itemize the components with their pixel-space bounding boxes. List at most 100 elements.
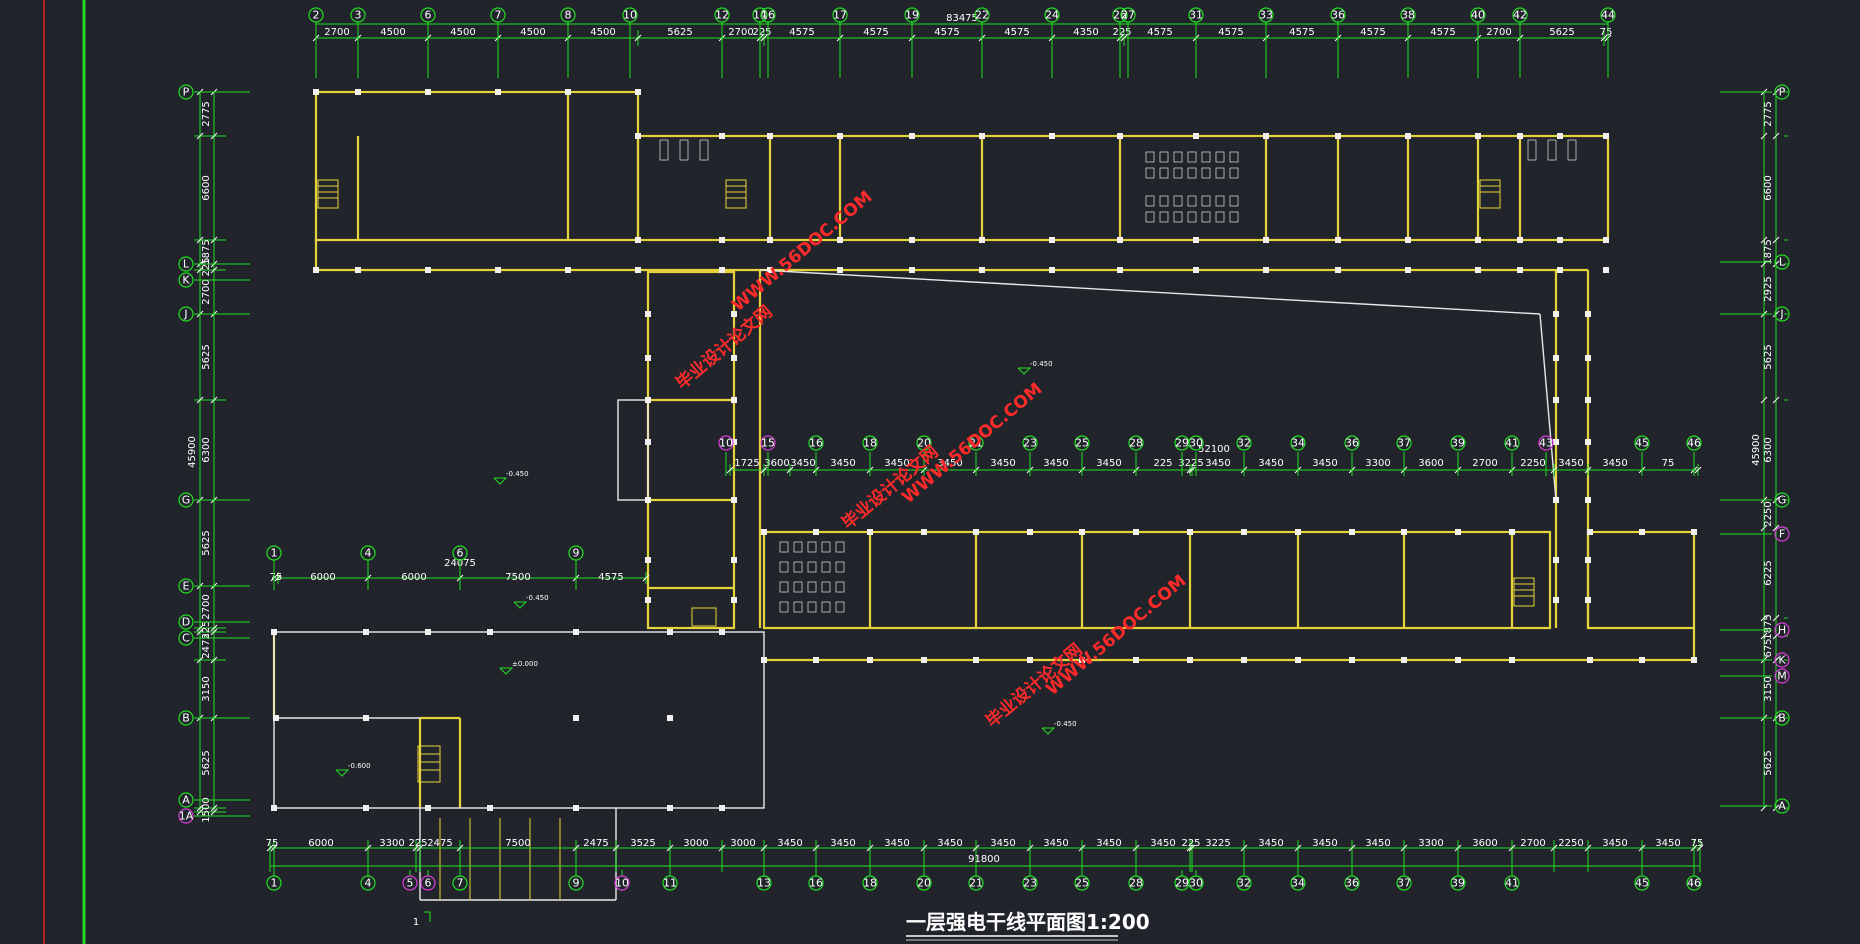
sub-axis-1-bubble — [266, 545, 282, 561]
mid-axis-30: 30 — [1189, 437, 1203, 450]
sub-dim-value: 7500 — [505, 572, 530, 583]
top-axis-40-bubble — [1470, 7, 1486, 23]
column — [1405, 237, 1411, 243]
column — [1401, 657, 1407, 663]
right-axis-G-bubble — [1774, 492, 1790, 508]
top-axis-17: 17 — [833, 9, 847, 22]
right-dim-value: 2925 — [1763, 276, 1774, 301]
mid-axis-21-bubble — [968, 435, 984, 451]
bottom-tick — [416, 844, 424, 852]
mid-dim-value: 3450 — [884, 458, 909, 469]
bottom-dim-value: 3450 — [1312, 838, 1337, 849]
right-axis-K: K — [1778, 654, 1786, 667]
top-axis-7: 7 — [495, 9, 502, 22]
left-tick — [196, 132, 204, 140]
top-dim-value: 4500 — [450, 27, 475, 38]
column — [363, 629, 369, 635]
mid-axis-43: 43 — [1539, 437, 1553, 450]
mid-dim-value: 3450 — [830, 458, 855, 469]
column — [425, 267, 431, 273]
bottom-axis-29: 29 — [1175, 877, 1189, 890]
column — [973, 657, 979, 663]
column — [1049, 133, 1055, 139]
bottom-axis-13: 13 — [757, 877, 771, 890]
right-axis-A-bubble — [1774, 798, 1790, 814]
column — [867, 657, 873, 663]
right-tick — [1760, 524, 1768, 532]
column — [1475, 267, 1481, 273]
column — [909, 133, 915, 139]
left-axis-J: J — [183, 308, 187, 321]
bottom-dim-value: 3450 — [884, 838, 909, 849]
top-axis-24-bubble — [1044, 7, 1060, 23]
mid-dim-value: 3450 — [1602, 458, 1627, 469]
left-axis-C-bubble — [178, 630, 194, 646]
sub-dim-value: 6000 — [401, 572, 426, 583]
column — [761, 529, 767, 535]
bottom-tick — [572, 844, 580, 852]
column — [1193, 267, 1199, 273]
top-axis-17-bubble — [832, 7, 848, 23]
sub-axis-4-bubble — [360, 545, 376, 561]
mid-axis-15-bubble — [760, 435, 776, 451]
column — [719, 267, 725, 273]
top-axis-38-bubble — [1400, 7, 1416, 23]
right-axis-L-bubble — [1774, 254, 1790, 270]
bottom-axis-25-bubble — [1074, 875, 1090, 891]
column — [645, 397, 651, 403]
top-axis-36-bubble — [1330, 7, 1346, 23]
mid-axis-29: 29 — [1175, 437, 1189, 450]
column — [1335, 133, 1341, 139]
left-axis-K-bubble — [178, 272, 194, 288]
column — [645, 497, 651, 503]
column — [495, 89, 501, 95]
bottom-dim-value: 75 — [266, 838, 279, 849]
column — [1241, 657, 1247, 663]
column — [635, 267, 641, 273]
column — [1585, 397, 1591, 403]
column — [767, 237, 773, 243]
bottom-tick — [718, 844, 726, 852]
column — [645, 439, 651, 445]
sub-dim-value: 6000 — [310, 572, 335, 583]
bottom-tick — [972, 844, 980, 852]
column — [273, 715, 279, 721]
left-dim-value: 225 — [201, 257, 212, 276]
left-axis-B: B — [182, 712, 190, 725]
top-dim-value: 225 — [752, 27, 771, 38]
sub-axis-1: 1 — [271, 547, 278, 560]
mid-axis-20: 20 — [917, 437, 931, 450]
left-axis-K: K — [182, 274, 190, 287]
mid-tick — [786, 466, 794, 474]
level-mark-symbol — [499, 667, 514, 675]
right-tick — [1772, 236, 1780, 244]
column — [1585, 497, 1591, 503]
mid-axis-20-bubble — [916, 435, 932, 451]
mid-axis-16: 16 — [809, 437, 823, 450]
bottom-axis-7: 7 — [457, 877, 464, 890]
column — [909, 237, 915, 243]
right-tick — [1772, 132, 1780, 140]
mid-axis-37-bubble — [1396, 435, 1412, 451]
right-axis-M: M — [1777, 670, 1787, 683]
column — [867, 529, 873, 535]
bottom-axis-32-bubble — [1236, 875, 1252, 891]
column — [1553, 557, 1559, 563]
top-dim-value: 2700 — [324, 27, 349, 38]
bottom-dim-value: 225 — [408, 838, 427, 849]
mid-axis-21: 21 — [969, 437, 983, 450]
bottom-axis-25: 25 — [1075, 877, 1089, 890]
bottom-dim-value: 7500 — [505, 838, 530, 849]
sub-axis-4: 4 — [365, 547, 372, 560]
mid-axis-34: 34 — [1291, 437, 1305, 450]
mid-dim-value: 3450 — [1558, 458, 1583, 469]
left-axis-D: D — [182, 616, 190, 629]
bottom-dim-value: 3450 — [1258, 838, 1283, 849]
top-axis-33-bubble — [1258, 7, 1274, 23]
column — [813, 657, 819, 663]
bottom-tick — [1078, 844, 1086, 852]
column — [1335, 237, 1341, 243]
column — [355, 89, 361, 95]
bottom-tick — [412, 844, 420, 852]
